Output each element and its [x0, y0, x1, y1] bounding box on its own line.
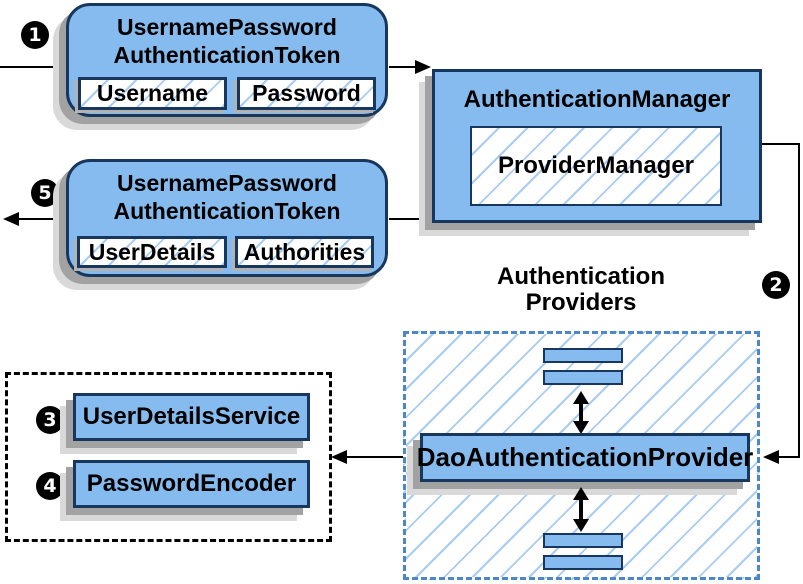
arrow-left-icon [763, 450, 779, 464]
connector-provider-to-services [347, 456, 404, 458]
services-group-box [5, 372, 332, 542]
double-arrow-icon [573, 487, 589, 532]
authentication-providers-title-line2: Providers [525, 289, 637, 316]
step-3-badge: 3 [36, 406, 64, 434]
connector-incoming-request [0, 66, 67, 68]
result-token-title: UsernamePassword AuthenticationToken [69, 169, 385, 225]
authorities-field-box: Authorities [235, 236, 374, 268]
connector-manager-right [762, 143, 800, 145]
other-provider-bar [543, 533, 623, 548]
result-token-box: UsernamePassword AuthenticationToken [66, 159, 388, 277]
double-arrow-icon [573, 391, 589, 434]
step-1-badge: 1 [21, 21, 49, 49]
other-provider-bar [543, 348, 623, 363]
request-token-title: UsernamePassword AuthenticationToken [69, 13, 385, 69]
password-field-box: Password [237, 77, 376, 110]
result-token-title-line1: UsernamePassword [117, 170, 337, 196]
request-token-title-line1: UsernamePassword [117, 14, 337, 40]
provider-manager-box: ProviderManager [470, 126, 722, 206]
arrow-left-icon [331, 450, 347, 464]
authentication-providers-title-line1: Authentication [497, 263, 665, 290]
username-field-box: Username [78, 77, 227, 110]
other-provider-bar [543, 370, 623, 385]
authentication-manager-title: AuthenticationManager [463, 86, 731, 113]
dao-authentication-provider-box: DaoAuthenticationProvider [417, 433, 753, 482]
connector-step2-horizontal [779, 456, 800, 458]
arrow-left-icon [3, 212, 19, 226]
step-4-badge: 4 [36, 472, 64, 500]
connector-step2-vertical [798, 143, 800, 458]
step-2-badge: 2 [762, 271, 790, 299]
connector-outgoing-result [17, 218, 67, 220]
step-5-badge: 5 [31, 179, 59, 207]
result-token-title-line2: AuthenticationToken [113, 198, 341, 224]
arrow-right-icon [415, 60, 431, 74]
password-encoder-box: PasswordEncoder [73, 460, 310, 508]
connector-manager-to-result-token [389, 218, 432, 220]
request-token-title-line2: AuthenticationToken [113, 42, 341, 68]
other-provider-bar [543, 555, 623, 570]
user-details-field-box: UserDetails [77, 236, 227, 268]
connector-token-to-manager [389, 66, 417, 68]
authentication-providers-title: Authentication Providers [460, 264, 702, 316]
user-details-service-box: UserDetailsService [73, 393, 310, 441]
